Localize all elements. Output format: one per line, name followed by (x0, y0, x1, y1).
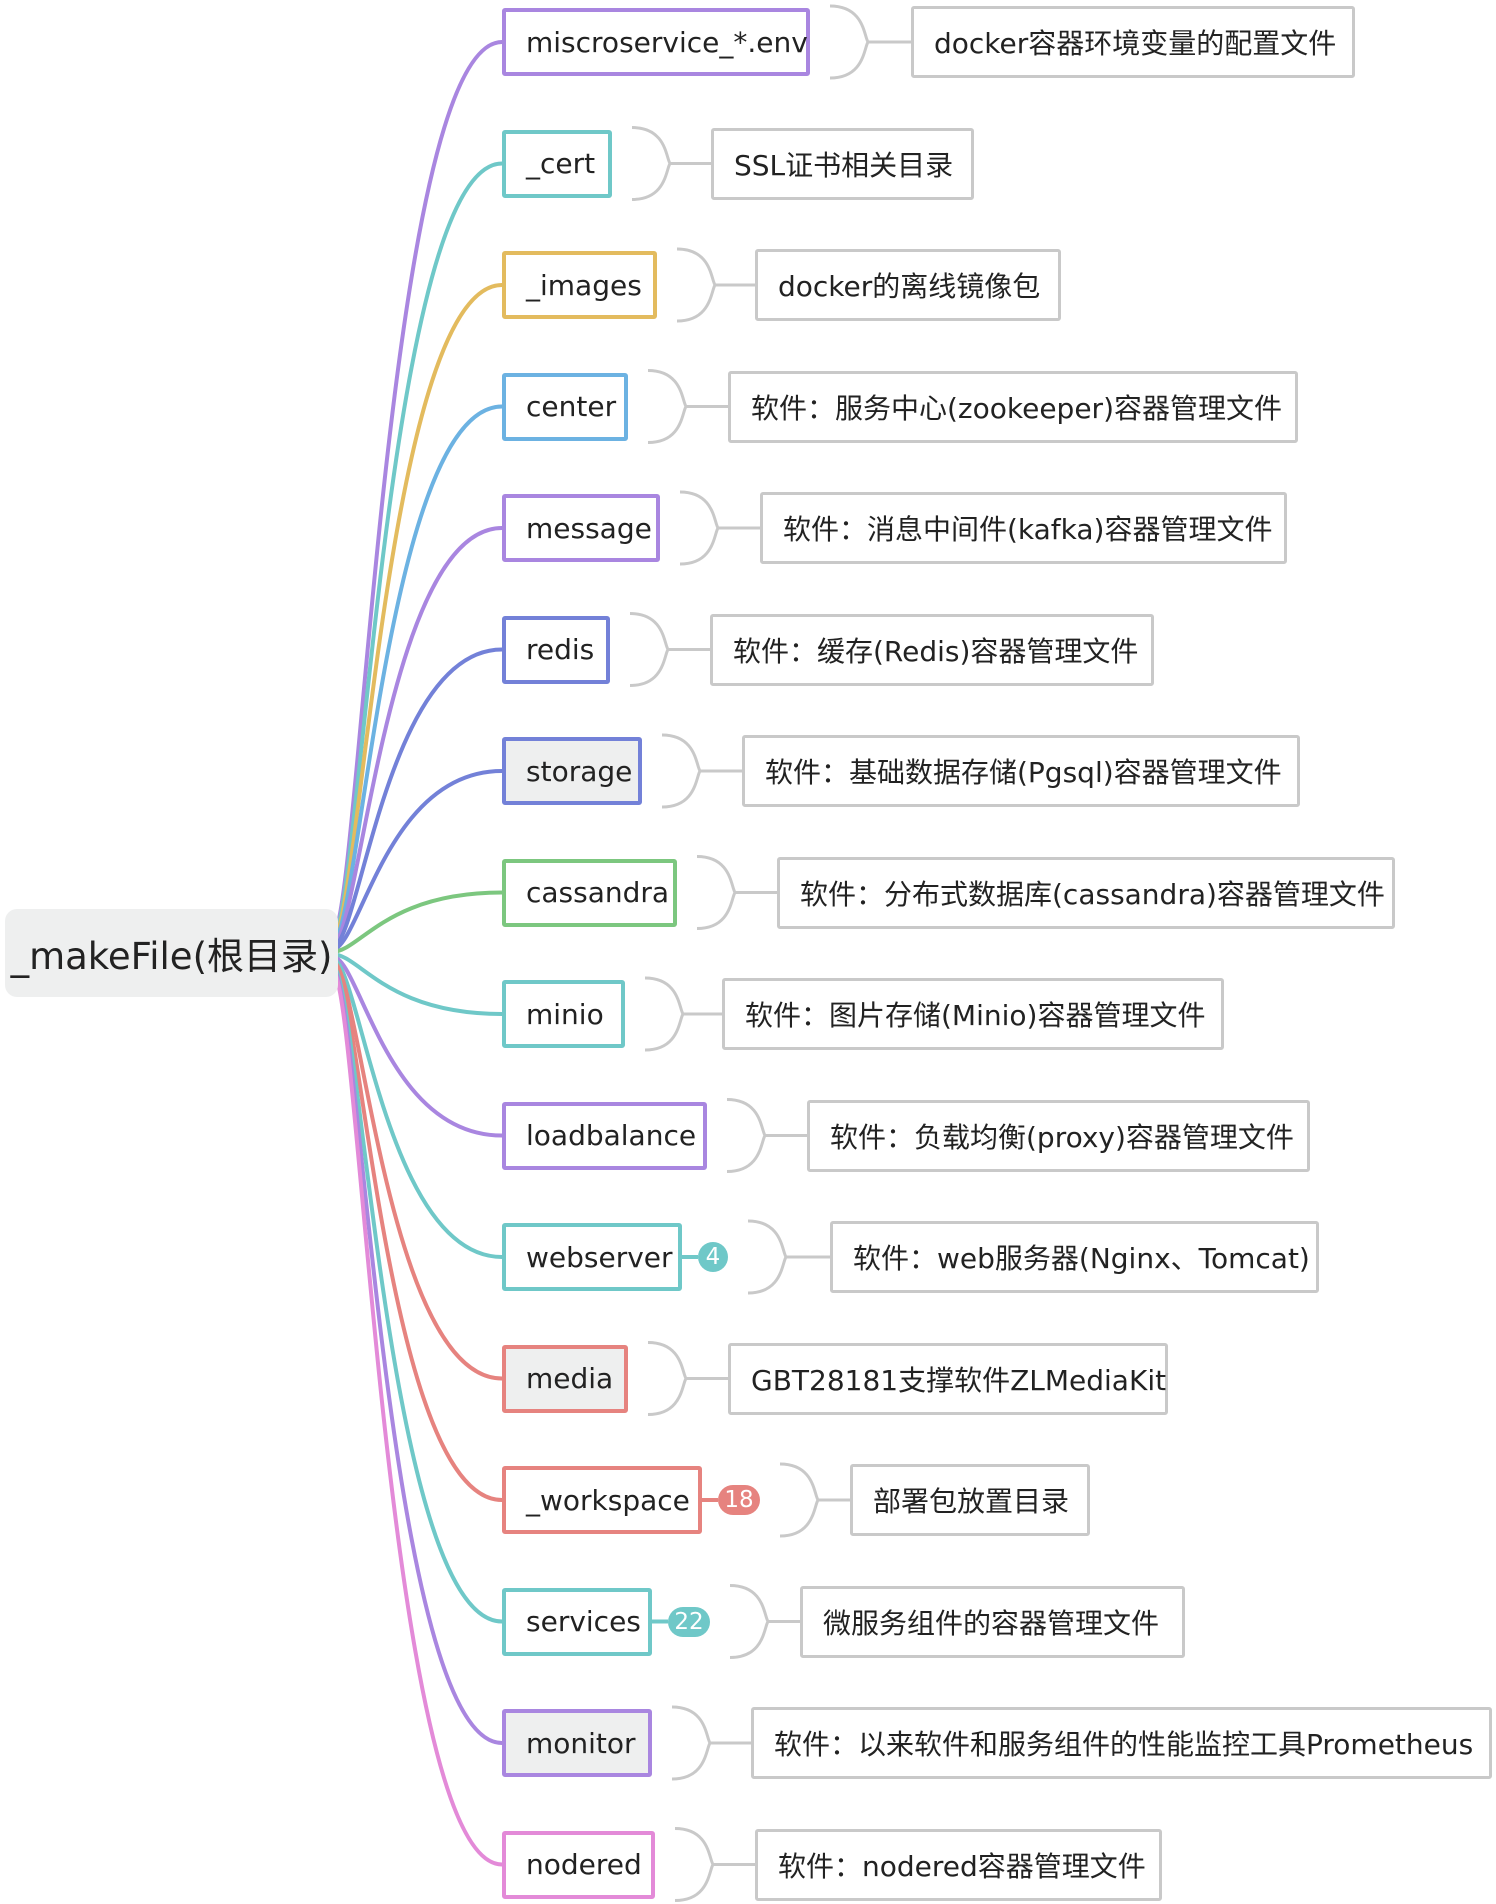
topic-label: loadbalance (526, 1119, 697, 1152)
topic-node[interactable]: services (502, 1587, 652, 1656)
topic-node[interactable]: media (502, 1344, 628, 1413)
summary-node[interactable]: 软件：服务中心(zookeeper)容器管理文件 (728, 370, 1298, 443)
topic-label: minio (526, 997, 604, 1031)
summary-bracket (661, 733, 702, 809)
summary-node[interactable]: 软件：web服务器(Nginx、Tomcat) (830, 1221, 1319, 1293)
summary-bracket (829, 4, 870, 80)
summary-label: 软件：以来软件和服务组件的性能监控工具Prometheus (774, 1728, 1474, 1761)
topic-label: _images (526, 268, 642, 302)
summary-node[interactable]: GBT28181支撑软件ZLMediaKit (728, 1342, 1168, 1415)
topic-label: _cert (526, 147, 596, 180)
summary-node[interactable]: 软件：以来软件和服务组件的性能监控工具Prometheus (751, 1707, 1492, 1779)
summary-node[interactable]: docker的离线镜像包 (755, 249, 1061, 321)
topic-label: services (526, 1605, 641, 1638)
branch-connector (330, 967, 503, 1867)
summary-label: docker容器环境变量的配置文件 (934, 27, 1337, 60)
summary-label: 部署包放置目录 (873, 1485, 1070, 1518)
collapsed-count-badge[interactable]: 4 (698, 1242, 728, 1272)
branch-connector (331, 647, 503, 950)
summary-bracket (671, 1705, 712, 1781)
topic-label: miscroservice_*.env (526, 25, 808, 59)
summary-bracket (644, 976, 685, 1052)
branch-connector (331, 890, 503, 954)
topic-node[interactable]: redis (502, 615, 610, 684)
topic-label: _workspace (526, 1483, 690, 1517)
branch-connector (331, 956, 503, 1259)
topic-label: webserver (526, 1240, 673, 1274)
summary-node[interactable]: 软件：nodered容器管理文件 (755, 1828, 1162, 1901)
topic-label: message (526, 511, 652, 545)
topic-node[interactable]: _images (502, 251, 657, 319)
root-node[interactable]: _makeFile(根目录) (5, 909, 338, 997)
summary-bracket (696, 855, 737, 930)
summary-node[interactable]: 软件：基础数据存储(Pgsql)容器管理文件 (742, 735, 1300, 807)
topic-node[interactable]: monitor (502, 1709, 652, 1777)
summary-bracket (726, 1098, 767, 1173)
branch-connector (330, 404, 503, 946)
summary-node[interactable]: 软件：分布式数据库(cassandra)容器管理文件 (777, 856, 1395, 929)
topic-node[interactable]: _cert (502, 129, 612, 198)
summary-node[interactable]: 微服务组件的容器管理文件 (800, 1585, 1185, 1658)
topic-label: center (526, 390, 617, 423)
summary-bracket (674, 1827, 715, 1902)
topic-label: nodered (526, 1848, 642, 1881)
summary-bracket (779, 1462, 820, 1538)
summary-label: 软件：基础数据存储(Pgsql)容器管理文件 (765, 756, 1282, 789)
summary-node[interactable]: SSL证书相关目录 (711, 127, 974, 200)
summary-node[interactable]: docker容器环境变量的配置文件 (911, 6, 1355, 78)
summary-bracket (647, 369, 688, 444)
summary-node[interactable]: 软件：消息中间件(kafka)容器管理文件 (760, 492, 1287, 564)
summary-bracket (631, 126, 672, 201)
topic-node[interactable]: loadbalance (502, 1101, 707, 1170)
summary-label: 软件：web服务器(Nginx、Tomcat) (853, 1242, 1310, 1275)
topic-node[interactable]: webserver (502, 1223, 682, 1291)
summary-node[interactable]: 软件：图片存储(Minio)容器管理文件 (722, 978, 1224, 1050)
topic-label: media (526, 1362, 614, 1395)
topic-node[interactable]: message (502, 494, 660, 562)
summary-label: 软件：负载均衡(proxy)容器管理文件 (830, 1120, 1294, 1154)
topic-node[interactable]: miscroservice_*.env (502, 8, 810, 76)
topic-node[interactable]: _workspace (502, 1466, 702, 1534)
summary-label: 软件：服务中心(zookeeper)容器管理文件 (751, 391, 1282, 425)
branch-connector (331, 954, 503, 1138)
summary-node[interactable]: 部署包放置目录 (850, 1464, 1090, 1536)
summary-bracket (747, 1219, 788, 1295)
summary-bracket (729, 1584, 770, 1659)
summary-bracket (629, 612, 670, 687)
branch-connector (331, 952, 503, 1016)
topic-node[interactable]: minio (502, 980, 625, 1048)
collapsed-count-badge[interactable]: 22 (668, 1606, 710, 1637)
topic-node[interactable]: nodered (502, 1830, 655, 1899)
summary-label: 软件：消息中间件(kafka)容器管理文件 (783, 513, 1273, 546)
collapsed-count-badge[interactable]: 18 (718, 1485, 760, 1515)
summary-label: 软件：nodered容器管理文件 (778, 1849, 1146, 1883)
topic-node[interactable]: cassandra (502, 858, 677, 927)
summary-label: 软件：分布式数据库(cassandra)容器管理文件 (800, 877, 1385, 911)
branch-connector (331, 769, 503, 952)
topic-label: redis (526, 633, 595, 666)
root-label: _makeFile(根目录) (10, 935, 333, 978)
topic-node[interactable]: storage (502, 737, 642, 805)
summary-label: 微服务组件的容器管理文件 (823, 1606, 1160, 1640)
summary-label: docker的离线镜像包 (778, 270, 1041, 303)
summary-label: GBT28181支撑软件ZLMediaKit (751, 1363, 1167, 1397)
summary-bracket (679, 490, 720, 566)
summary-bracket (676, 247, 717, 323)
topic-label: monitor (526, 1726, 636, 1760)
topic-node[interactable]: center (502, 372, 628, 441)
summary-label: 软件：图片存储(Minio)容器管理文件 (745, 999, 1206, 1032)
summary-node[interactable]: 软件：缓存(Redis)容器管理文件 (710, 613, 1154, 686)
summary-bracket (647, 1341, 688, 1416)
summary-label: 软件：缓存(Redis)容器管理文件 (733, 634, 1139, 668)
summary-label: SSL证书相关目录 (734, 148, 954, 182)
summary-node[interactable]: 软件：负载均衡(proxy)容器管理文件 (807, 1099, 1310, 1172)
topic-label: cassandra (526, 876, 670, 909)
branch-connector (331, 526, 503, 948)
topic-label: storage (526, 754, 633, 788)
